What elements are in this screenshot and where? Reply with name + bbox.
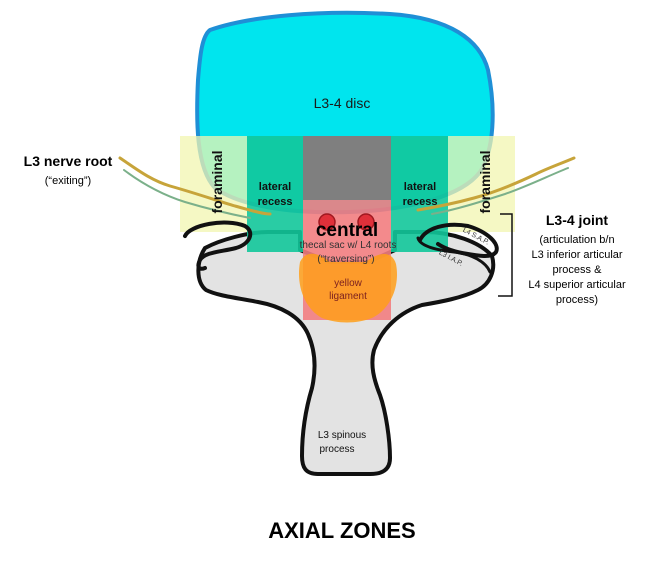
lateral-recess-right-line2: recess (403, 196, 438, 208)
joint-bracket (498, 213, 513, 297)
yellow-ligament-line2: ligament (329, 291, 367, 302)
page-title: AXIAL ZONES (268, 518, 416, 543)
joint-label: L3-4 joint (546, 212, 609, 228)
foraminal-left-label: foraminal (209, 150, 225, 213)
zone-central-upper (303, 136, 391, 200)
zone-foraminal-right (448, 136, 515, 232)
nerve-root-left (118, 156, 272, 216)
joint-line-2: L3 inferior articular (531, 249, 622, 261)
vertebra-bone (196, 230, 496, 476)
joint-line-1: (articulation b/n (539, 234, 614, 246)
joint-line-5: process) (556, 294, 598, 306)
left-facet-joint (183, 220, 253, 271)
yellow-ligament (298, 253, 397, 323)
nerve-root-right (416, 156, 576, 212)
zone-lateral-recess-right (391, 136, 448, 252)
lateral-recess-left-line1: lateral (259, 181, 291, 193)
nerve-root-label: L3 nerve root (24, 153, 113, 169)
l4-root-right (357, 213, 375, 231)
disc-label: L3-4 disc (314, 95, 371, 111)
joint-line-4: L4 superior articular (528, 279, 626, 291)
nerve-root-sublabel: (“exiting”) (45, 175, 91, 187)
lateral-recess-left-line2: recess (258, 196, 293, 208)
spinous-line2: process (319, 444, 354, 455)
joint-line-3: process & (553, 264, 603, 276)
foraminal-right-label: foraminal (477, 150, 493, 213)
thecal-sac-line1: thecal sac w/ L4 roots (300, 240, 397, 251)
l4-root-left (318, 213, 336, 231)
yellow-ligament-line1: yellow (334, 278, 363, 289)
nerve-root-left-2 (123, 169, 251, 219)
thecal-sac-line2: (“traversing”) (317, 254, 374, 265)
right-sap-curve (416, 236, 492, 274)
lateral-recess-right-line1: lateral (404, 181, 436, 193)
nerve-root-right-2 (431, 167, 569, 215)
central-label: central (316, 220, 378, 241)
zone-lateral-recess-left (247, 136, 303, 252)
spinous-line1: L3 spinous (318, 430, 366, 441)
